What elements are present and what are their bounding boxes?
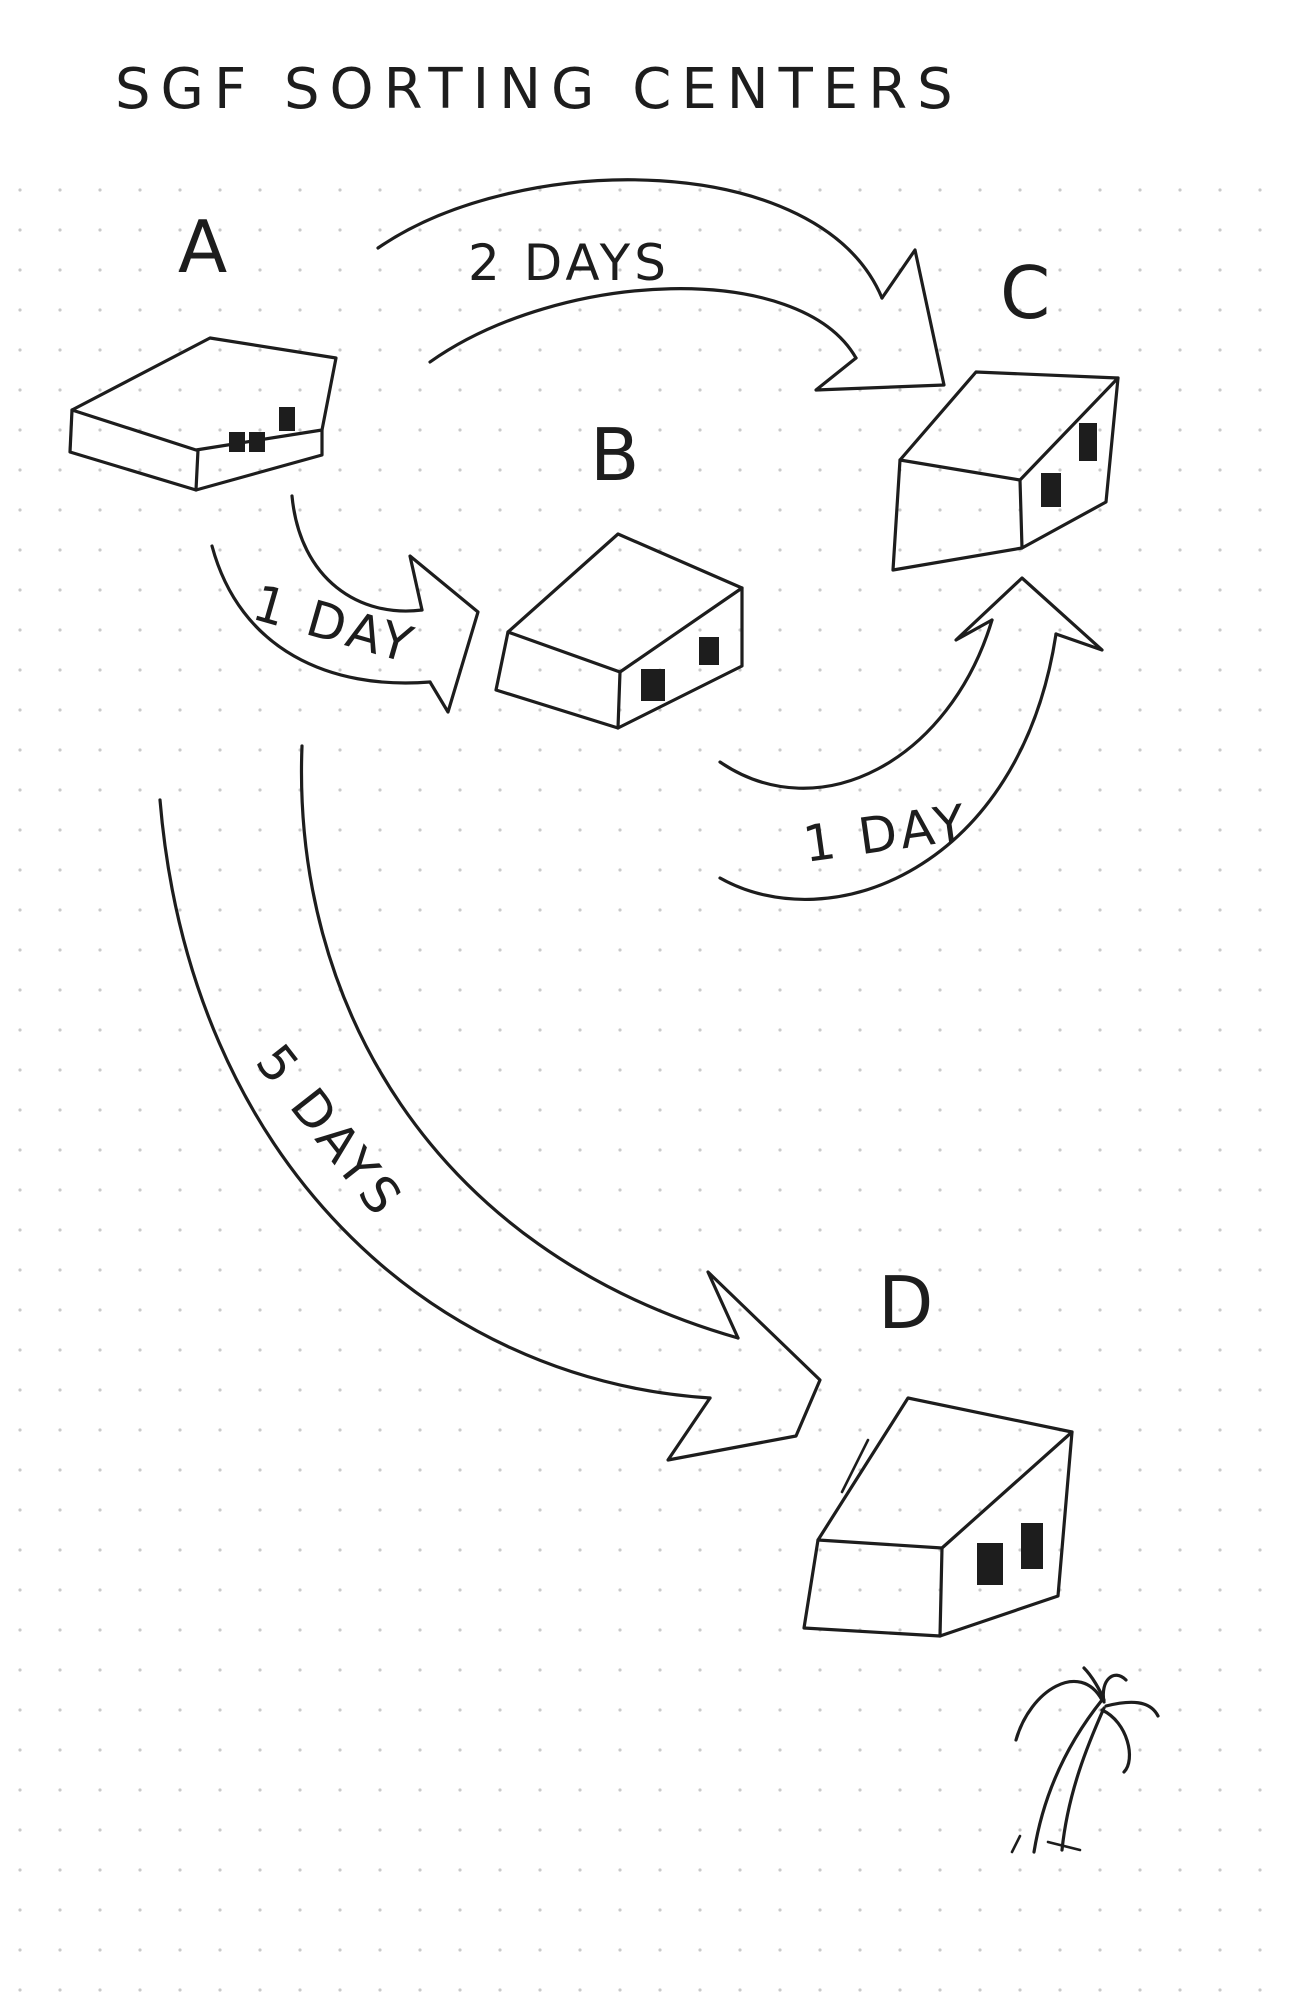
window-icon xyxy=(1041,473,1061,507)
window-icon xyxy=(1079,423,1097,461)
building-c xyxy=(891,370,1120,572)
route-label-b-to-c: 1 DAY xyxy=(800,793,973,874)
window-icon xyxy=(249,432,265,452)
center-label-b: B xyxy=(590,413,639,497)
window-icon xyxy=(229,432,245,452)
building-a xyxy=(68,336,338,492)
palm-tree-doodle xyxy=(1010,1666,1160,1854)
arrow-a-to-d xyxy=(158,744,822,1462)
window-icon xyxy=(641,669,665,701)
arrow-a-to-c xyxy=(376,178,946,392)
route-label-a-to-d: 5 DAYS xyxy=(245,1034,415,1229)
window-icon xyxy=(699,637,719,665)
arrow-a-to-b xyxy=(210,494,480,714)
window-icon xyxy=(977,1543,1003,1585)
window-icon xyxy=(279,407,295,431)
building-d xyxy=(802,1396,1074,1638)
window-icon xyxy=(1021,1523,1043,1569)
center-label-a: A xyxy=(178,205,227,289)
route-label-a-to-b: 1 DAY xyxy=(247,574,423,676)
building-b xyxy=(494,532,744,730)
route-label-a-to-c: 2 DAYS xyxy=(468,234,670,292)
arrow-b-to-c xyxy=(718,576,1104,901)
center-label-d: D xyxy=(878,1261,933,1345)
center-label-c: C xyxy=(1000,251,1050,335)
diagram-title: SGF SORTING CENTERS xyxy=(115,57,963,122)
dot-grid xyxy=(18,188,1262,1992)
